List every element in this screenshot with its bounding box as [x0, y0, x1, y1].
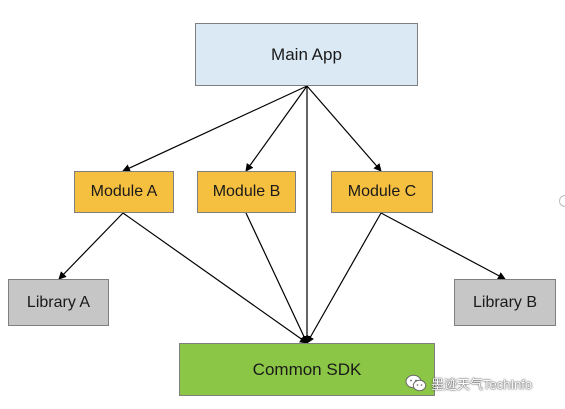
- wechat-icon: [405, 374, 427, 392]
- node-label: Main App: [271, 44, 342, 64]
- node-label: Library A: [26, 293, 91, 311]
- node-label: Library B: [472, 293, 538, 311]
- node-common-sdk: Common SDK: [179, 343, 435, 396]
- node-label: Common SDK: [252, 359, 362, 379]
- node-label: Module C: [347, 183, 417, 200]
- edge-module-c-to-common-sdk: [306, 212, 382, 344]
- edge-module-a-to-common-sdk: [122, 212, 308, 344]
- edge-main-app-to-module-b: [245, 85, 308, 172]
- node-module-b: Module B: [197, 171, 296, 213]
- edge-scroll-handle: [559, 195, 565, 207]
- node-module-c: Module C: [331, 171, 433, 213]
- edge-main-app-to-module-a: [122, 85, 308, 172]
- watermark: 墨迹天气TechInfo: [405, 373, 532, 393]
- edge-module-a-to-library-a: [58, 212, 124, 280]
- watermark-text: 墨迹天气TechInfo: [431, 376, 533, 392]
- node-library-b: Library B: [454, 279, 556, 326]
- edge-main-app-to-module-c: [306, 85, 382, 172]
- node-label: Module B: [212, 183, 281, 200]
- node-library-a: Library A: [8, 279, 109, 326]
- node-main-app: Main App: [195, 23, 418, 86]
- edge-module-b-to-common-sdk: [245, 212, 308, 344]
- edge-module-c-to-library-b: [380, 212, 506, 280]
- node-label: Module A: [90, 183, 158, 200]
- node-module-a: Module A: [74, 171, 174, 213]
